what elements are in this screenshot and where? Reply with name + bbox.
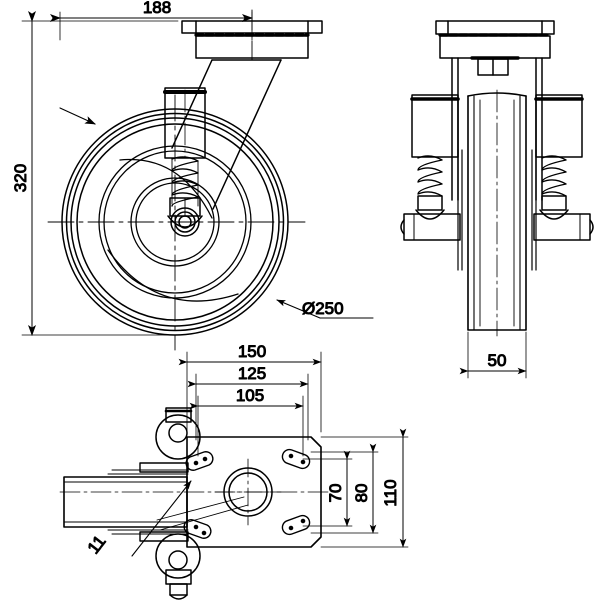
wheel-centreline — [47, 94, 306, 351]
axle-hub-assembly — [167, 197, 203, 237]
dim-150-label: 150 — [238, 342, 266, 361]
dim-11-label: 11 — [84, 532, 110, 558]
spring-block-right — [534, 94, 584, 220]
dimension-plate-width — [320, 428, 409, 548]
dim-110-label: 110 — [381, 479, 400, 506]
wheel-front-profile — [467, 89, 527, 337]
dimension-bolt-hole-length — [189, 395, 304, 457]
dimension-wheel-width — [459, 331, 527, 379]
spring-block-left — [410, 94, 460, 220]
diameter-leader — [276, 299, 374, 319]
dimension-plate-length — [178, 351, 322, 433]
dim-320-label: 320 — [11, 164, 30, 192]
axle-bolt-right — [533, 213, 594, 241]
bolt-hole-diameter-leader — [131, 480, 249, 557]
dim-70-label: 70 — [326, 484, 345, 503]
plan-view — [59, 407, 331, 600]
axle-bolt-left — [400, 213, 461, 241]
dim-125-label: 125 — [238, 364, 266, 383]
wheel-plan-outline — [63, 476, 188, 528]
dim-50-label: 50 — [488, 351, 507, 370]
bolt-hole-slot-bottom-right — [281, 514, 311, 536]
dimension-bolt-span-width — [310, 443, 379, 534]
swivel-bracket-bottom — [155, 533, 201, 600]
dimension-bolt-hole-width — [302, 450, 353, 527]
side-elevation-view: Ø250 — [47, 9, 374, 351]
dimension-bolt-span-length — [187, 373, 309, 441]
swivel-bracket-top — [155, 407, 201, 460]
swivel-fork — [171, 59, 282, 210]
dimension-overall-height — [21, 11, 179, 336]
tire-pointer — [59, 107, 96, 125]
mounting-plate-outline — [186, 436, 322, 548]
dim-80-label: 80 — [352, 484, 371, 503]
wheel-inner-profile — [107, 158, 239, 302]
bolt-hole-slot-top-right — [281, 448, 311, 470]
dimension-swivel-offset — [50, 11, 253, 41]
spring-housing — [163, 87, 207, 159]
top-plate-front — [435, 20, 555, 76]
fork-arms-plan — [107, 462, 189, 542]
front-elevation-view — [400, 20, 594, 337]
dim-105-label: 105 — [236, 386, 264, 405]
dim-188-label: 188 — [143, 0, 171, 17]
dim-wheel-diameter: Ø250 — [302, 299, 344, 318]
fork-inner-plates — [457, 149, 537, 271]
